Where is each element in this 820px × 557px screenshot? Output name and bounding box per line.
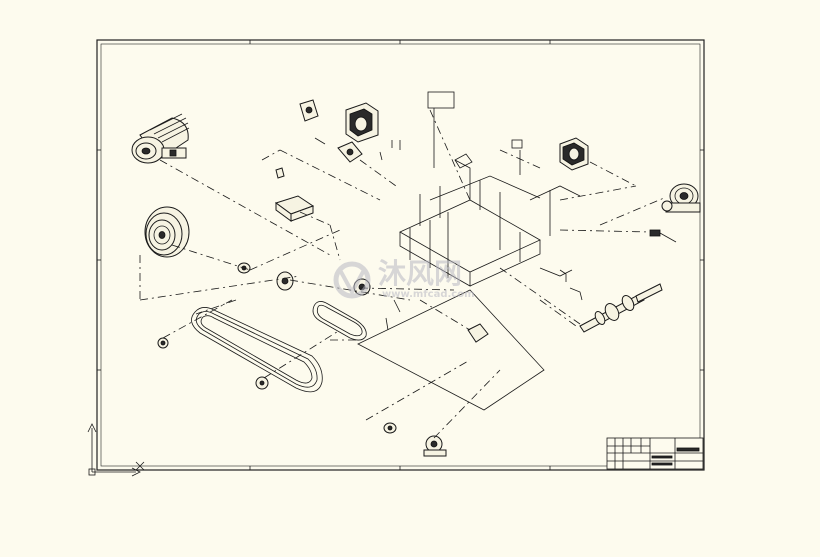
electric-motor-part [131,113,190,164]
assembly-centerlines [139,109,665,439]
small-belt-part [312,301,367,341]
large-pulley-part [144,206,190,258]
v-belt-part [191,307,323,393]
watermark-url: www.mfcad.com [382,289,475,300]
watermark: 沐风网 www.mfcad.com [333,257,475,300]
drawing-border [96,39,705,471]
bearing-housing-right-part [649,183,701,243]
watermark-title: 沐风网 [378,257,462,290]
tray-part [274,195,315,222]
machine-frame-part [379,91,583,331]
right-motor-part [559,137,589,171]
drive-shaft-part [579,283,663,333]
title-block [606,437,704,470]
gearbox-part [299,99,379,163]
ucs-icon [87,423,145,477]
bottom-bearing-parts [383,323,489,457]
base-plate-part [357,289,545,411]
